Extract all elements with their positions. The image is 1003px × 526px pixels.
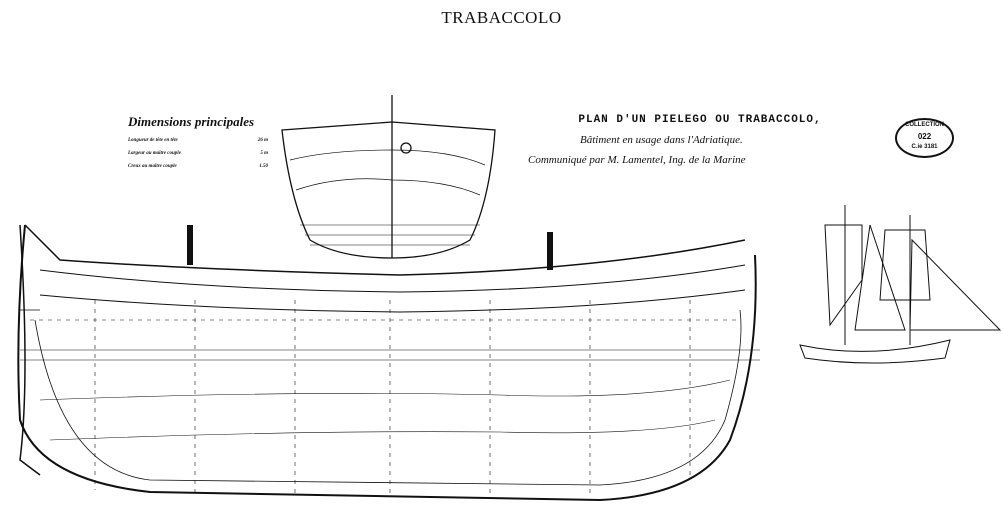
hull-profile: [17, 224, 760, 502]
dimension-row: Largeur au maître couple 5 m: [118, 151, 268, 156]
dimension-value: 5 m: [260, 151, 268, 156]
collection-stamp: COLLECTION 022 C.ie 3181: [895, 118, 954, 158]
dimension-row: Longueur de tête en tête 26 m: [118, 138, 268, 143]
plan-caption: PLAN D'UN PIELEGO OU TRABACCOLO, Bâtimen…: [528, 114, 860, 166]
plan-credit: Communiqué par M. Lamentel, Ing. de la M…: [528, 154, 746, 166]
plan-subtitle: Bâtiment en usage dans l'Adriatique.: [580, 134, 743, 146]
dimension-label: Creux au maître couple: [128, 164, 177, 169]
stamp-number: 022: [917, 132, 932, 141]
stamp-top: COLLECTION: [905, 122, 944, 128]
dimension-label: Longueur de tête en tête: [128, 138, 178, 143]
dimensions-heading: Dimensions principales: [128, 114, 255, 129]
dimension-label: Largeur au maître couple: [128, 151, 181, 156]
body-plan-section: [281, 95, 496, 259]
stamp-bottom: C.ie 3181: [911, 144, 938, 150]
dimensions-table: Dimensions principales Longueur de tête …: [118, 114, 268, 177]
plan-heading: PLAN D'UN PIELEGO OU TRABACCOLO,: [578, 114, 822, 126]
dimension-value: 26 m: [257, 138, 268, 143]
sail-plan-sketch: [799, 205, 1002, 364]
dimension-value: 1.50: [259, 164, 268, 169]
dimension-row: Creux au maître couple 1.50: [118, 164, 268, 169]
drawing-title: TRABACCOLO: [441, 8, 562, 27]
